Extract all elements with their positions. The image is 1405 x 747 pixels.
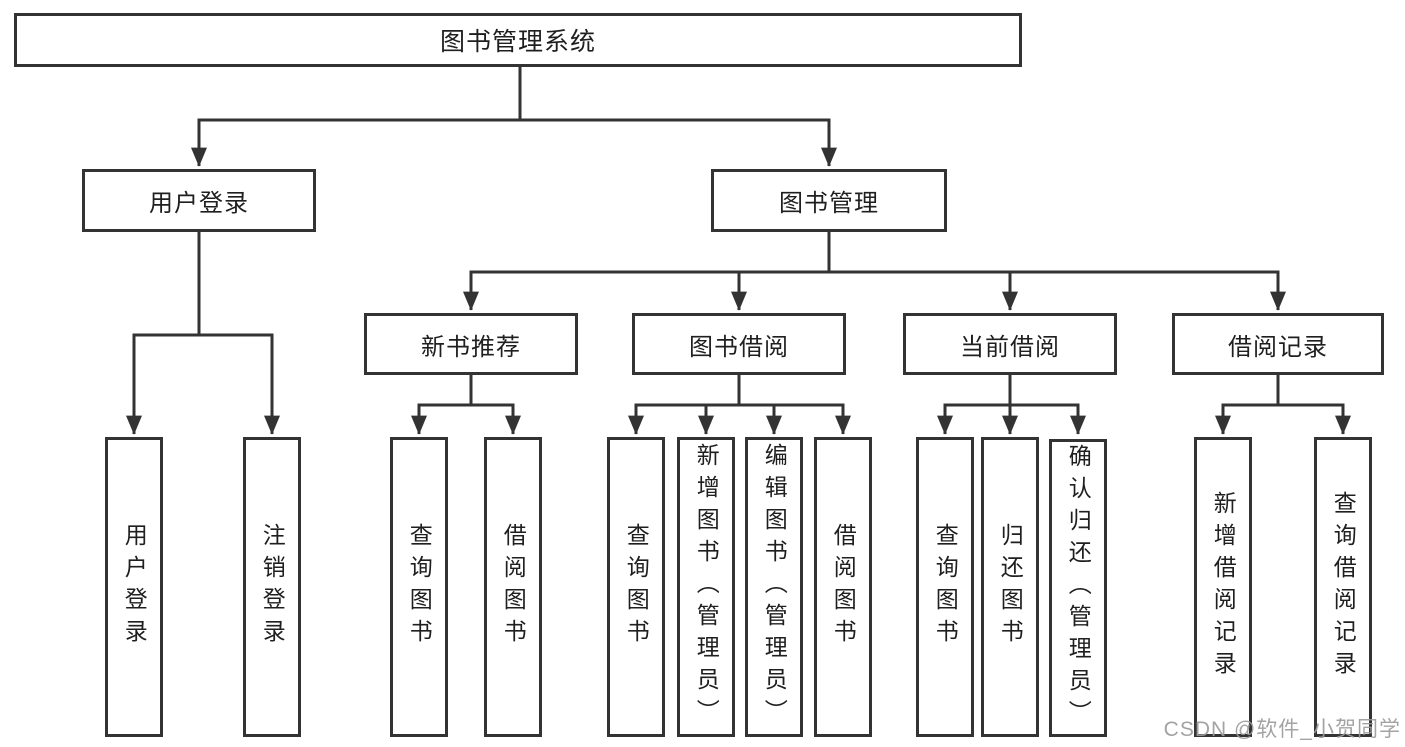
node-label: 新增借阅记录 [1210, 491, 1237, 683]
node-query-book-3: 查询图书 [916, 437, 974, 737]
node-return-book: 归还图书 [981, 437, 1039, 737]
node-edit-book-admin: 编辑图书（管理员） [745, 437, 803, 737]
connector-new-book-subtree [411, 373, 521, 435]
node-book-borrow: 图书借阅 [632, 313, 846, 375]
node-leaf-logout: 注销登录 [243, 437, 301, 737]
node-user-login: 用户登录 [82, 169, 316, 232]
node-add-book-admin: 新增图书（管理员） [677, 437, 735, 737]
node-label: 新增图书（管理员） [693, 443, 720, 731]
connector-root-to-level2 [191, 65, 837, 167]
node-label: 归还图书 [997, 523, 1024, 651]
node-book-management: 图书管理 [711, 169, 947, 232]
connector-current-borrow-subtree [937, 373, 1086, 435]
node-label: 借阅图书 [830, 523, 857, 651]
node-confirm-return-admin: 确认归还（管理员） [1049, 439, 1107, 737]
node-label: 注销登录 [259, 523, 286, 651]
node-borrow-book-1: 借阅图书 [484, 437, 542, 737]
node-leaf-user-login: 用户登录 [105, 437, 163, 737]
node-borrow-book-2: 借阅图书 [814, 437, 872, 737]
connector-borrow-records-subtree [1215, 373, 1351, 435]
node-label: 查询图书 [623, 523, 650, 651]
connector-user-login-subtree [126, 230, 280, 435]
node-new-book-recommend: 新书推荐 [364, 313, 578, 375]
node-label: 用户登录 [121, 523, 148, 651]
connector-book-borrow-subtree [628, 373, 851, 435]
node-label: 编辑图书（管理员） [761, 443, 788, 731]
node-current-borrow: 当前借阅 [903, 313, 1117, 375]
node-borrow-records: 借阅记录 [1172, 313, 1384, 375]
node-label: 借阅图书 [500, 523, 527, 651]
node-add-borrow-record: 新增借阅记录 [1194, 437, 1252, 737]
node-query-borrow-record: 查询借阅记录 [1314, 437, 1372, 737]
node-label: 查询借阅记录 [1330, 491, 1357, 683]
connector-book-management-subtree [463, 230, 1286, 311]
node-query-book-1: 查询图书 [390, 437, 448, 737]
node-label: 查询图书 [932, 523, 959, 651]
node-label: 确认归还（管理员） [1065, 444, 1092, 732]
node-library-system: 图书管理系统 [14, 13, 1022, 67]
node-label: 查询图书 [406, 523, 433, 651]
node-query-book-2: 查询图书 [607, 437, 665, 737]
